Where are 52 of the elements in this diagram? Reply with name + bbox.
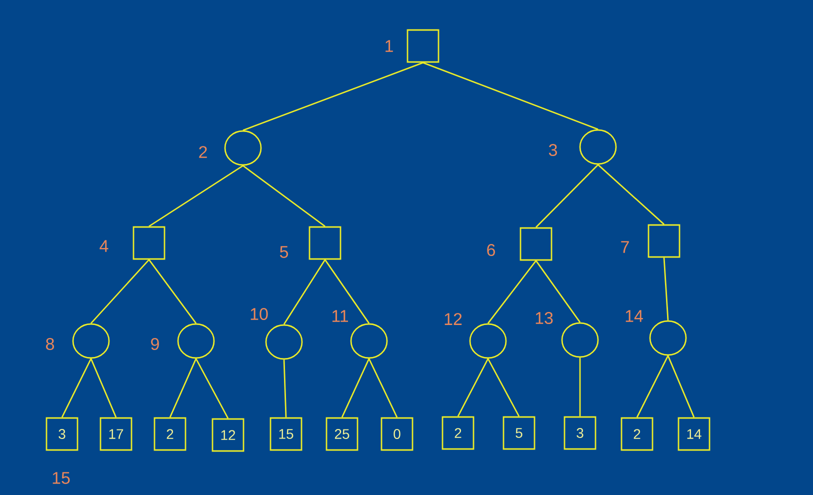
node-number: 2: [199, 146, 207, 158]
tree-edge: [487, 358, 520, 417]
tree-edge: [242, 165, 326, 227]
node-number: 13: [536, 312, 553, 324]
tree-edge: [579, 358, 581, 416]
tree-edge: [283, 259, 326, 325]
tree-edge: [487, 260, 537, 324]
tree-edge: [341, 358, 370, 418]
tree-edge: [283, 360, 287, 418]
tree-edge: [169, 358, 197, 418]
tree-edge: [457, 358, 489, 417]
leaf-box: 2: [620, 417, 654, 451]
node-number: 7: [621, 241, 629, 253]
node-number: 4: [100, 240, 108, 252]
node-number: 8: [46, 338, 54, 350]
leaf-box: 12: [212, 418, 244, 452]
tree-edge: [148, 259, 197, 324]
tree-edge: [90, 259, 150, 324]
tree-edge: [535, 260, 581, 323]
tree-edge: [148, 165, 244, 227]
tree-edge: [61, 358, 92, 418]
tree-edge: [90, 358, 117, 418]
tree-edge: [598, 164, 664, 225]
tree-edge: [195, 358, 229, 419]
leaf-box: 25: [326, 417, 358, 451]
node-number: 9: [151, 338, 159, 350]
node-number: 3: [548, 144, 557, 156]
tree-edge: [324, 259, 370, 324]
tree-edge: [242, 62, 424, 131]
node-number: 14: [626, 310, 643, 322]
leaf-box: 3: [46, 417, 78, 451]
node-number: 6: [487, 244, 495, 256]
leaf-box: 15: [270, 417, 302, 451]
node-number: 12: [444, 313, 462, 325]
node-number: 10: [250, 308, 268, 320]
tree-edge: [636, 355, 669, 418]
leaf-box: 14: [678, 417, 710, 451]
node-number: 5: [280, 246, 288, 258]
leaf-box: 2: [154, 417, 186, 451]
leaf-box: 3: [564, 416, 596, 450]
node-number: 1: [386, 40, 393, 52]
tree-edge: [663, 258, 669, 320]
tree-edge: [536, 164, 598, 228]
node-number: 11: [332, 310, 348, 322]
tree-edge: [667, 355, 695, 418]
leaf-box: 5: [502, 416, 536, 450]
leaf-box: 17: [100, 417, 132, 451]
number-label: 15: [52, 472, 70, 484]
tree-edge: [368, 358, 398, 418]
tree-edge: [422, 62, 598, 130]
leaf-box: 2: [442, 416, 474, 450]
leaf-box: 0: [380, 417, 414, 451]
